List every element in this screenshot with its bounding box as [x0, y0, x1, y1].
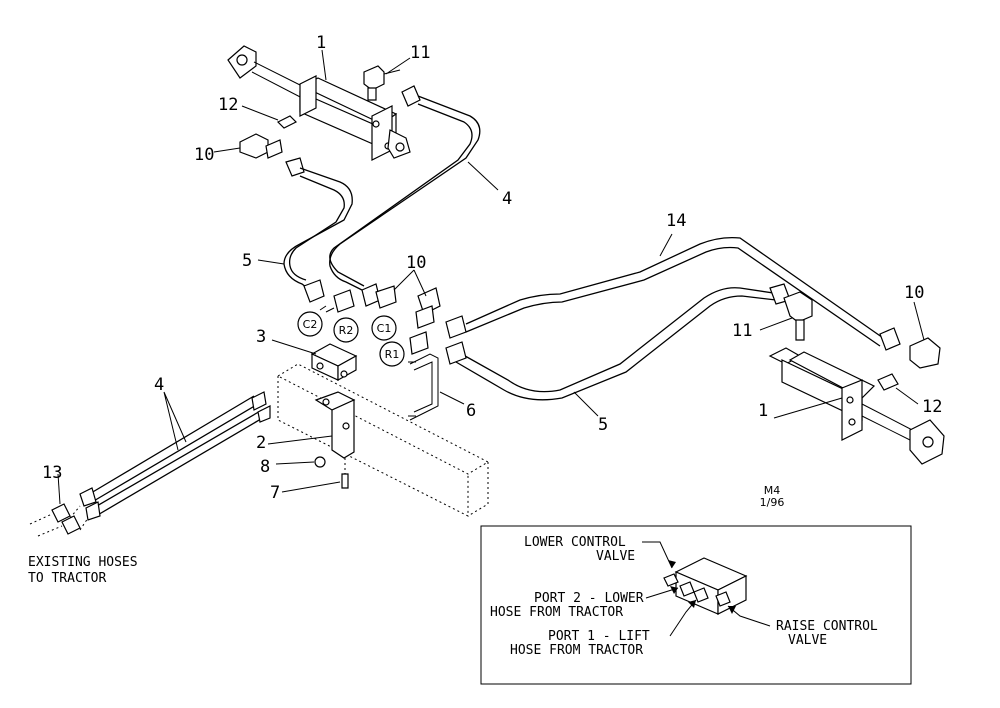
callout-14: 14 [666, 211, 686, 231]
caption-line-1: EXISTING HOSES [28, 555, 138, 570]
valve-port-inset: LOWER CONTROL VALVE PORT 2 - LOWER HOSE … [480, 525, 912, 685]
mounting-bracket [314, 391, 356, 459]
right-elbow [909, 337, 941, 369]
port-c2: C2 [297, 311, 323, 337]
callout-3: 3 [256, 327, 266, 347]
callout-4-top: 4 [502, 189, 512, 209]
callout-1-top: 1 [316, 33, 326, 53]
drawing-date: 1/96 [760, 496, 785, 509]
port-c1: C1 [371, 315, 397, 341]
callout-10-right: 10 [904, 283, 924, 303]
tow-bar-outline [276, 363, 490, 517]
callout-4-left: 4 [154, 375, 164, 395]
callout-2: 2 [256, 433, 266, 453]
inset-lower-control-2: VALVE [596, 549, 635, 564]
callout-13: 13 [42, 463, 62, 483]
right-cylinder [768, 291, 945, 465]
callout-11-right: 11 [732, 321, 752, 341]
callout-5-right: 5 [598, 415, 608, 435]
port-r2: R2 [333, 317, 359, 343]
mid-fittings [303, 279, 467, 365]
hose-4-top [329, 85, 481, 293]
callout-1-right: 1 [758, 401, 768, 421]
port-r1-label: R1 [385, 348, 400, 361]
callout-8: 8 [260, 457, 270, 477]
nut [314, 456, 326, 468]
top-left-elbow [239, 133, 283, 159]
inset-lower-control-1: LOWER CONTROL [524, 535, 626, 550]
inset-raise-2: VALVE [788, 633, 827, 648]
callout-6: 6 [466, 401, 476, 421]
inset-port2-1: PORT 2 - LOWER [534, 591, 644, 606]
callout-11-top: 11 [410, 43, 430, 63]
u-bolt [408, 353, 439, 421]
tractor-couplers [29, 503, 89, 537]
existing-hoses [79, 391, 271, 521]
callout-10-mid: 10 [406, 253, 426, 273]
port-c2-label: C2 [303, 318, 318, 331]
inset-raise-1: RAISE CONTROL [776, 619, 878, 634]
callout-5-mid: 5 [242, 251, 252, 271]
top-elbow-fitting [363, 65, 401, 101]
drawing-code: M4 [764, 484, 781, 497]
hose-14 [465, 236, 901, 351]
port-r1: R1 [379, 341, 405, 367]
bolt [341, 473, 349, 489]
top-plug [276, 115, 298, 129]
control-valve [310, 343, 358, 382]
inset-port1-1: PORT 1 - LIFT [548, 629, 650, 644]
top-cylinder [227, 45, 411, 161]
inset-port1-2: HOSE FROM TRACTOR [510, 643, 643, 658]
callout-7: 7 [270, 483, 280, 503]
callout-12-right: 12 [922, 397, 942, 417]
hose-5-right [455, 283, 791, 401]
inset-port2-2: HOSE FROM TRACTOR [490, 605, 623, 620]
callout-12-top: 12 [218, 95, 238, 115]
hose-5-left [283, 157, 353, 291]
right-plug [877, 373, 899, 391]
leader-lines [57, 49, 925, 505]
caption-line-2: TO TRACTOR [28, 571, 106, 586]
callout-10-top: 10 [194, 145, 214, 165]
port-c1-label: C1 [377, 322, 392, 335]
port-r2-label: R2 [339, 324, 354, 337]
